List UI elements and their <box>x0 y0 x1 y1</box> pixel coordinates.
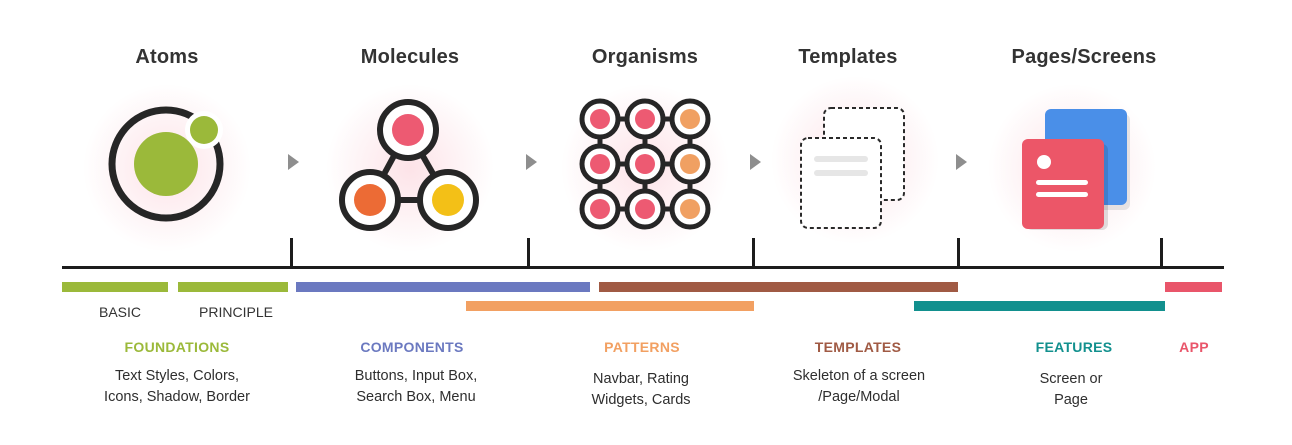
timeline-tick <box>1160 238 1163 268</box>
description-line: Text Styles, Colors, <box>114 368 240 384</box>
templates-description: Skeleton of a screen /Page/Modal <box>749 366 969 408</box>
sublabel-principle: PRINCIPLE <box>199 304 273 320</box>
category-patterns: PATTERNS <box>604 339 680 355</box>
timeline-tick <box>527 238 530 268</box>
app-bar <box>1165 282 1222 292</box>
features-bar <box>914 301 1165 311</box>
foundations-basic-bar <box>62 282 168 292</box>
description-line: Skeleton of a screen <box>792 368 926 384</box>
category-features: FEATURES <box>1035 339 1113 355</box>
description-line: Buttons, Input Box, <box>354 368 478 384</box>
description-line: Page <box>1054 392 1088 408</box>
sublabel-basic: BASIC <box>98 304 141 320</box>
timeline-tick <box>290 238 293 268</box>
atom-icon <box>108 106 224 222</box>
category-app: APP <box>1179 339 1209 355</box>
description-line: Screen or <box>1039 371 1103 387</box>
stage-title-templates: Templates <box>798 46 898 68</box>
organism-icon <box>579 98 711 230</box>
description-line: Widgets, Cards <box>591 392 691 408</box>
patterns-description: Navbar, Rating Widgets, Cards <box>531 369 751 411</box>
components-description: Buttons, Input Box, Search Box, Menu <box>306 366 526 408</box>
foundations-principle-bar <box>178 282 288 292</box>
foundations-description: Text Styles, Colors, Icons, Shadow, Bord… <box>67 366 287 408</box>
timeline-tick <box>752 238 755 268</box>
category-components: COMPONENTS <box>360 339 464 355</box>
description-line: Search Box, Menu <box>356 389 476 405</box>
timeline-axis <box>62 266 1224 269</box>
features-description: Screen or Page <box>961 369 1181 411</box>
molecule-icon <box>339 99 479 231</box>
description-line: Icons, Shadow, Border <box>104 389 250 405</box>
stage-title-atoms: Atoms <box>135 46 199 68</box>
category-templates: TEMPLATES <box>814 339 902 355</box>
arrow-right-icon <box>956 154 967 170</box>
arrow-right-icon <box>526 154 537 170</box>
arrow-right-icon <box>750 154 761 170</box>
template-icon <box>800 107 905 229</box>
timeline-tick <box>957 238 960 268</box>
stage-title-organisms: Organisms <box>591 46 699 68</box>
description-line: /Page/Modal <box>818 389 900 405</box>
category-foundations: FOUNDATIONS <box>124 339 230 355</box>
pages-icon <box>1022 109 1130 230</box>
components-bar <box>296 282 590 292</box>
arrow-right-icon <box>288 154 299 170</box>
templates-bar <box>599 282 958 292</box>
stage-title-molecules: Molecules <box>360 46 460 68</box>
patterns-bar <box>466 301 754 311</box>
stage-title-pages-screens: Pages/Screens <box>1011 46 1157 68</box>
description-line: Navbar, Rating <box>593 371 689 387</box>
